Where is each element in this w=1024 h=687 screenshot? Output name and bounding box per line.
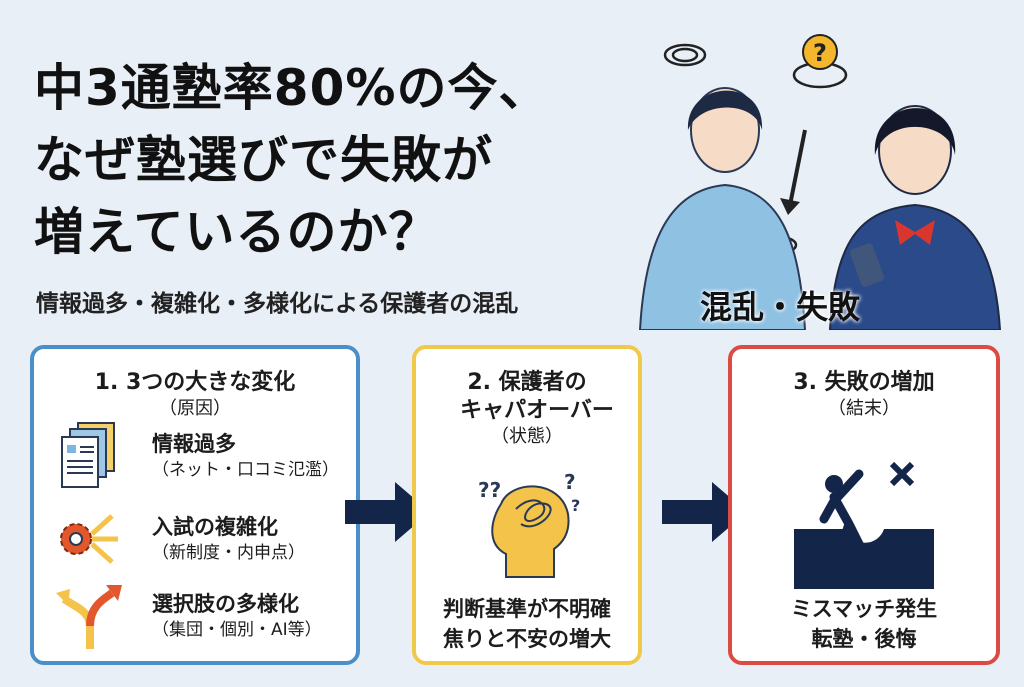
cause-heading: 1. 3つの大きな変化 bbox=[94, 370, 296, 395]
branching-arrows-icon bbox=[56, 585, 122, 649]
state-heading-2: キャパオーバー bbox=[460, 398, 614, 423]
svg-text:?: ? bbox=[571, 496, 580, 515]
state-line-2: 焦りと不安の増大 bbox=[443, 627, 611, 651]
list-item: 入試の複雑化 （新制度・内申点） bbox=[54, 504, 305, 574]
down-arrow-icon bbox=[788, 129, 807, 206]
item-title: 情報過多 bbox=[152, 432, 236, 456]
cause-subheading: （原因） bbox=[159, 398, 231, 419]
confused-head-icon: ?? ? ? bbox=[478, 470, 580, 578]
item-title: 選択肢の多様化 bbox=[152, 592, 299, 616]
svg-text:?: ? bbox=[813, 39, 827, 67]
documents-icon bbox=[61, 422, 115, 488]
title-line-1: 中3通塾率80%の今、 bbox=[34, 59, 550, 117]
item-detail: （ネット・口コミ氾濫） bbox=[152, 460, 339, 480]
result-box: 3. 失敗の増加 （結末） ミスマッチ発生 転塾・後悔 bbox=[728, 345, 1000, 665]
svg-text:??: ?? bbox=[478, 478, 501, 502]
cause-box: 1. 3つの大きな変化 （原因） 情報過多 （ネット・口コミ氾濫） 入試の複雑化 （… bbox=[30, 345, 360, 665]
right-arrow-icon bbox=[662, 482, 747, 542]
svg-text:?: ? bbox=[564, 470, 576, 494]
state-subheading: （状態） bbox=[491, 426, 563, 447]
title-line-3: 増えているのか？ bbox=[34, 203, 440, 261]
result-line-2: 転塾・後悔 bbox=[811, 627, 917, 651]
page-title: 中3通塾率80%の今、 なぜ塾選びで失敗が 増えているのか？ bbox=[34, 52, 549, 268]
state-line-1: 判断基準が不明確 bbox=[443, 597, 611, 621]
subtitle: 情報過多・複雑化・多様化による保護者の混乱 bbox=[36, 291, 519, 317]
gear-arrows-icon bbox=[60, 514, 118, 564]
confusion-failure-label: 混乱・失敗 bbox=[700, 288, 861, 326]
student-figure bbox=[828, 105, 1002, 330]
parent-figure bbox=[638, 87, 807, 330]
result-heading: 3. 失敗の増加 bbox=[793, 370, 935, 395]
result-subheading: （結末） bbox=[828, 398, 900, 419]
falling-person-icon bbox=[794, 461, 934, 589]
state-box: 2. 保護者の キャパオーバー （状態） ?? ? ? 判断基準が不明確 焦りと… bbox=[412, 345, 642, 665]
item-detail: （新制度・内申点） bbox=[152, 543, 305, 563]
item-title: 入試の複雑化 bbox=[152, 515, 278, 539]
result-line-1: ミスマッチ発生 bbox=[790, 597, 938, 621]
list-item: 情報過多 （ネット・口コミ氾濫） bbox=[54, 421, 339, 491]
item-detail: （集団・個別・AI等） bbox=[152, 620, 322, 640]
right-arrow-icon bbox=[345, 482, 430, 542]
state-heading-1: 2. 保護者の bbox=[467, 370, 587, 395]
list-item: 選択肢の多様化 （集団・個別・AI等） bbox=[54, 581, 322, 651]
question-mark-icon bbox=[802, 34, 838, 70]
confused-parent-student-illustration: ? bbox=[638, 34, 1002, 330]
title-line-2: なぜ塾選びで失敗が bbox=[34, 131, 493, 189]
